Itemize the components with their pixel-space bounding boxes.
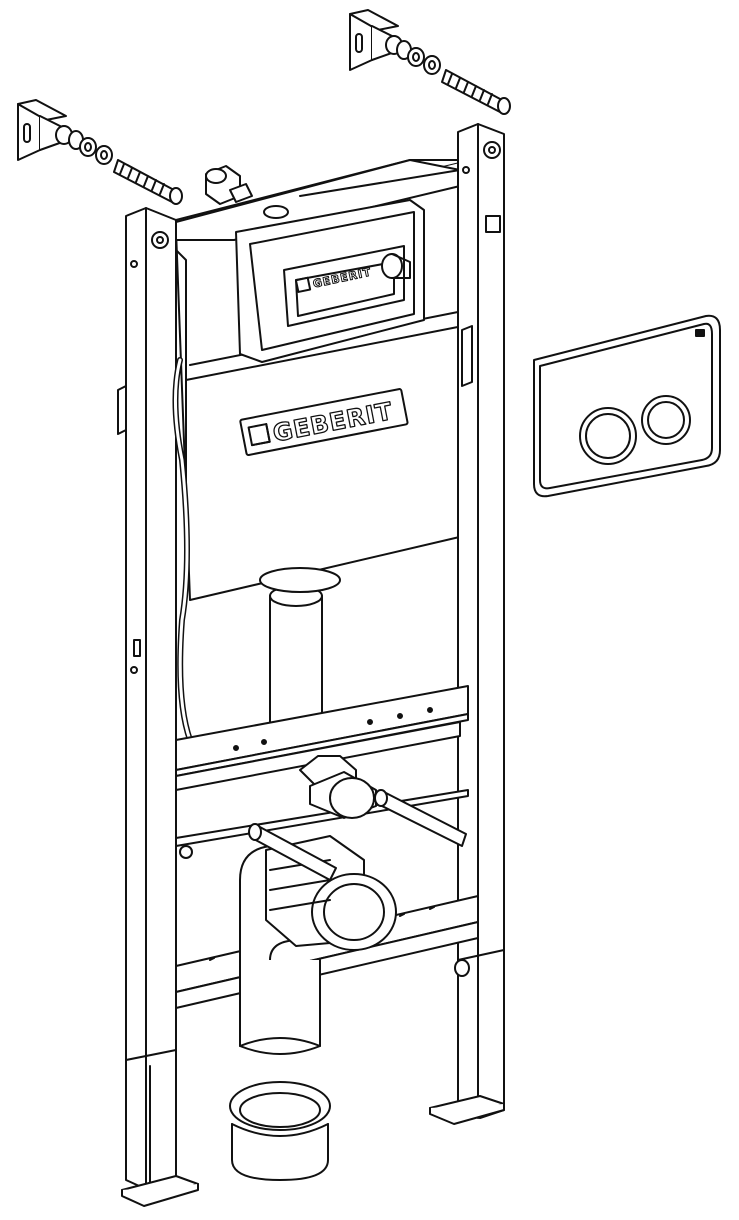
threaded-rod-left	[114, 160, 182, 204]
angle-valve	[206, 166, 252, 204]
drain-sleeve	[230, 1082, 330, 1180]
foot-plate-right	[430, 1096, 504, 1124]
flush-pipe	[260, 568, 340, 735]
flush-cable	[175, 360, 190, 740]
frame-upright-left	[118, 208, 176, 1190]
mounting-bolt-left	[249, 824, 336, 880]
service-opening-frame	[236, 200, 424, 362]
washer-set-right	[386, 36, 440, 74]
washer-set-left	[56, 126, 112, 164]
drain-connector-bend	[266, 836, 396, 950]
actuator-logo-mark	[696, 330, 704, 336]
actuator-plate[interactable]	[534, 316, 720, 496]
fill-valve	[382, 254, 410, 278]
wall-bracket-right	[350, 10, 400, 70]
wall-bracket-left	[18, 100, 68, 160]
mounting-bolt-right	[375, 790, 466, 846]
foot-plate-left	[122, 1176, 198, 1206]
threaded-rod-right	[442, 70, 510, 114]
drain-pipe	[240, 960, 320, 1054]
water-supply-connector	[300, 756, 376, 818]
leg-clamp-right	[455, 960, 469, 976]
